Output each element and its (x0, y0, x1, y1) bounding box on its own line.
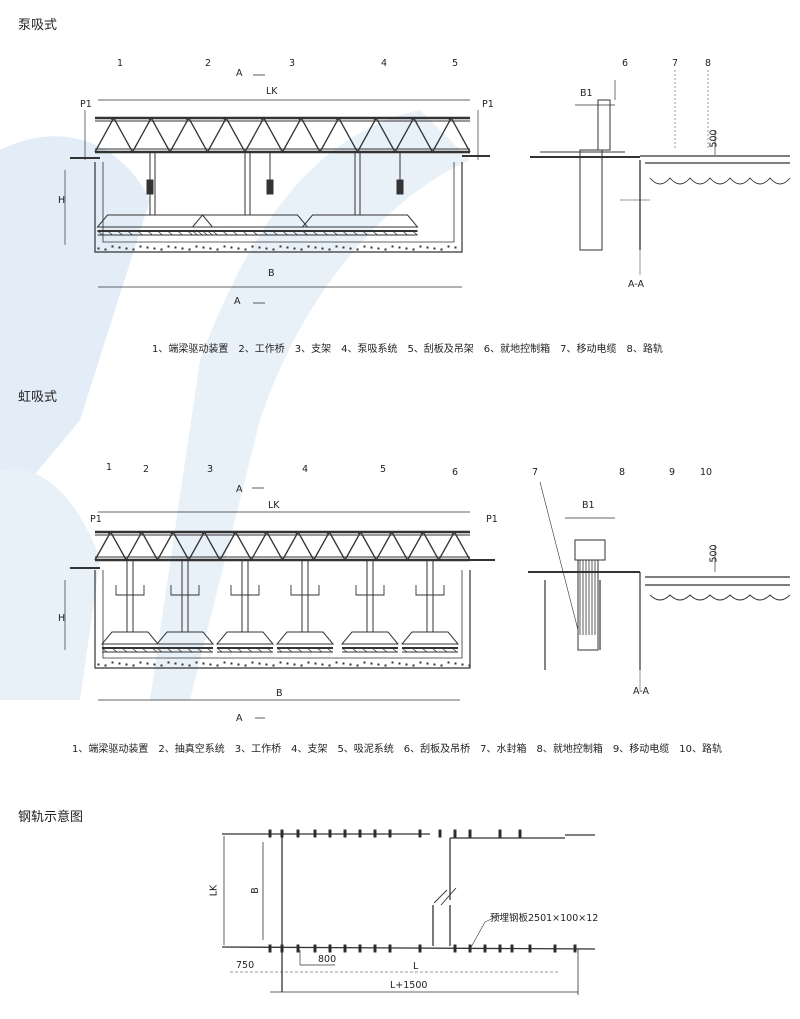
section-mark-a-bottom: A (236, 713, 243, 724)
callout-10: 10 (700, 467, 713, 478)
siphon-tank (94, 570, 471, 669)
dim-h: H (58, 195, 66, 206)
rail-dimensions (223, 836, 579, 995)
siphon-support (290, 560, 320, 632)
section-mark-a-top: A (236, 68, 243, 79)
callout-6: 6 (452, 467, 459, 478)
pump-dimensions (64, 74, 479, 304)
dim-l-plus-1500: L+1500 (390, 980, 428, 991)
section-label-aa: A-A (628, 279, 645, 290)
siphon-scraper (400, 631, 460, 653)
section-label-aa: A-A (633, 686, 650, 697)
siphon-support (230, 560, 260, 632)
siphon-caption: 1、端梁驱动装置 2、抽真空系统 3、工作桥 4、支架 5、吸泥系统 6、刮板及… (72, 744, 722, 755)
pump-support (354, 152, 361, 215)
rail-layout (221, 829, 596, 992)
pump-suction-units (146, 152, 404, 195)
dim-p1-left: P1 (80, 99, 92, 110)
callout-3: 3 (289, 58, 296, 69)
siphon-work-bridge (94, 530, 471, 562)
callout-1: 1 (117, 58, 124, 69)
dim-l: L (413, 961, 419, 972)
dim-lk: LK (268, 500, 280, 511)
dim-750: 750 (236, 960, 255, 971)
siphon-scraper (215, 631, 275, 653)
dim-lk: LK (208, 884, 220, 897)
callout-4: 4 (381, 58, 388, 69)
pump-scraper (301, 214, 419, 236)
dim-b: B (276, 688, 283, 699)
section-mark-a-top: A (236, 484, 243, 495)
dim-lk: LK (266, 86, 278, 97)
dim-b1: B1 (580, 88, 593, 99)
dim-b1: B1 (582, 500, 595, 511)
section-mark-a-bottom: A (234, 296, 241, 307)
pump-support (244, 152, 251, 215)
pump-scraper (191, 214, 309, 236)
callout-7: 7 (532, 467, 539, 478)
dim-800: 800 (318, 954, 337, 965)
pump-type-title: 泵吸式 (18, 18, 58, 33)
callout-2: 2 (205, 58, 212, 69)
siphon-support (170, 560, 200, 632)
siphon-support (415, 560, 445, 632)
callout-9: 9 (669, 467, 676, 478)
dim-p1-left: P1 (90, 514, 102, 525)
callout-7: 7 (672, 58, 679, 69)
dim-p1-right: P1 (482, 99, 494, 110)
callout-1: 1 (106, 462, 113, 473)
dim-b: B (268, 268, 275, 279)
pump-caption: 1、端梁驱动装置 2、工作桥 3、支架 4、泵吸系统 5、刮板及吊架 6、就地控… (152, 344, 663, 355)
pump-work-bridge (94, 116, 471, 154)
dim-p1-right: P1 (486, 514, 498, 525)
callout-5: 5 (380, 464, 387, 475)
embedded-plate-note: 预埋钢板2501×100×12 (490, 913, 599, 924)
dim-h: H (58, 613, 66, 624)
siphon-scraper (340, 631, 400, 653)
siphon-section-aa (528, 481, 791, 690)
siphon-support (115, 560, 145, 632)
siphon-type-title: 虹吸式 (18, 390, 58, 405)
callout-8: 8 (705, 58, 712, 69)
dim-500: 500 (708, 544, 720, 563)
callout-5: 5 (452, 58, 459, 69)
siphon-support (355, 560, 385, 632)
pump-tank (94, 162, 463, 253)
rail-diagram-title: 钢轨示意图 (18, 810, 84, 825)
siphon-scraper (100, 631, 160, 653)
siphon-scraper (155, 631, 215, 653)
siphon-scraper (275, 631, 335, 653)
dim-500: 500 (708, 129, 720, 148)
siphon-dimensions (64, 487, 470, 719)
dim-b: B (249, 887, 261, 894)
callout-8: 8 (619, 467, 626, 478)
callout-4: 4 (302, 464, 309, 475)
callout-6: 6 (622, 58, 629, 69)
pump-section-aa (530, 70, 791, 275)
callout-2: 2 (143, 464, 150, 475)
callout-3: 3 (207, 464, 214, 475)
